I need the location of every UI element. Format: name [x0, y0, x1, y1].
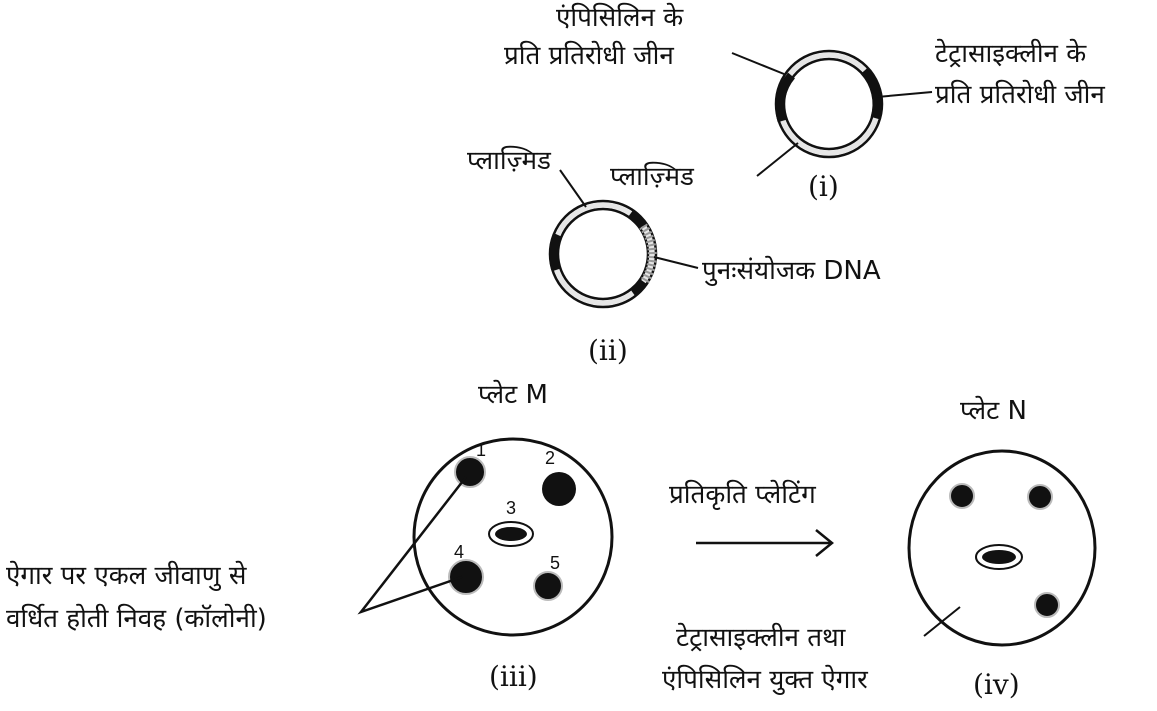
leader-plasmid-i	[756, 142, 799, 177]
plasmid-label-ii: प्लाज़्मिड	[467, 146, 551, 176]
tetracycline-gene-label-line2: प्रति प्रतिरोधी जीन	[935, 80, 1105, 110]
tetracycline-gene-segment	[860, 67, 882, 120]
colony-2	[542, 472, 576, 506]
recombinant-dna-label: पुनःसंयोजक DNA	[702, 256, 881, 286]
leader-plasmid-ii	[559, 169, 587, 208]
figure-label-iii: (iii)	[489, 660, 538, 693]
figure-label-i: (i)	[808, 170, 839, 203]
colonies-label-line2: वर्धित होती निवह (कॉलोनी)	[6, 604, 267, 634]
leader-ampicillin-i	[731, 52, 785, 75]
colony-number-5: 5	[550, 553, 561, 573]
leader-recombinant-dna	[653, 256, 699, 269]
colony-n-1	[949, 483, 975, 509]
marker-top-ii	[628, 209, 647, 229]
plasmid-ii	[548, 199, 658, 309]
plate-m-title: प्लेट M	[478, 380, 548, 410]
colony-n-2	[1027, 484, 1053, 510]
colony-number-2: 2	[545, 448, 556, 468]
plate-n	[907, 449, 1097, 647]
recombinant-dna-segment	[639, 223, 657, 285]
colony-4	[448, 559, 484, 595]
colony-3	[488, 521, 534, 547]
plate-n-title: प्लेट N	[960, 396, 1027, 426]
colony-number-4: 4	[454, 542, 465, 562]
ampicillin-gene-segment	[775, 72, 796, 123]
leader-colonies	[357, 476, 467, 615]
colonies-label-line1: ऐगार पर एकल जीवाणु से	[6, 561, 247, 591]
colony-n-3	[975, 544, 1023, 570]
plasmid-label-i: प्लाज़्मिड	[610, 162, 694, 192]
ampicillin-gene-label-line2: प्रति प्रतिरोधी जीन	[504, 41, 674, 71]
plate-m	[412, 437, 614, 637]
colony-n-4	[1034, 592, 1060, 618]
figure-label-iv: (iv)	[973, 668, 1020, 701]
tetracycline-gene-label-line1: टेट्रासाइक्लीन के	[935, 39, 1087, 69]
figure-label-ii: (ii)	[588, 334, 628, 367]
agar-label-line2: एंपिसिलिन युक्त ऐगार	[662, 665, 868, 695]
replica-plating-arrow	[696, 529, 834, 557]
agar-label-line1: टेट्रासाइक्लीन तथा	[676, 623, 846, 653]
colony-number-3: 3	[506, 498, 517, 518]
ampicillin-gene-segment-ii	[549, 233, 563, 272]
colony-number-1: 1	[476, 440, 487, 460]
plasmid-i	[774, 49, 884, 159]
leader-agar	[923, 606, 961, 637]
leader-tetracycline-i	[876, 91, 933, 98]
marker-bottom-ii	[630, 279, 648, 297]
ampicillin-gene-label-line1: एंपिसिलिन के	[556, 3, 684, 33]
replica-plating-label: प्रतिकृति प्लेटिंग	[669, 480, 816, 510]
colony-5	[533, 571, 563, 601]
